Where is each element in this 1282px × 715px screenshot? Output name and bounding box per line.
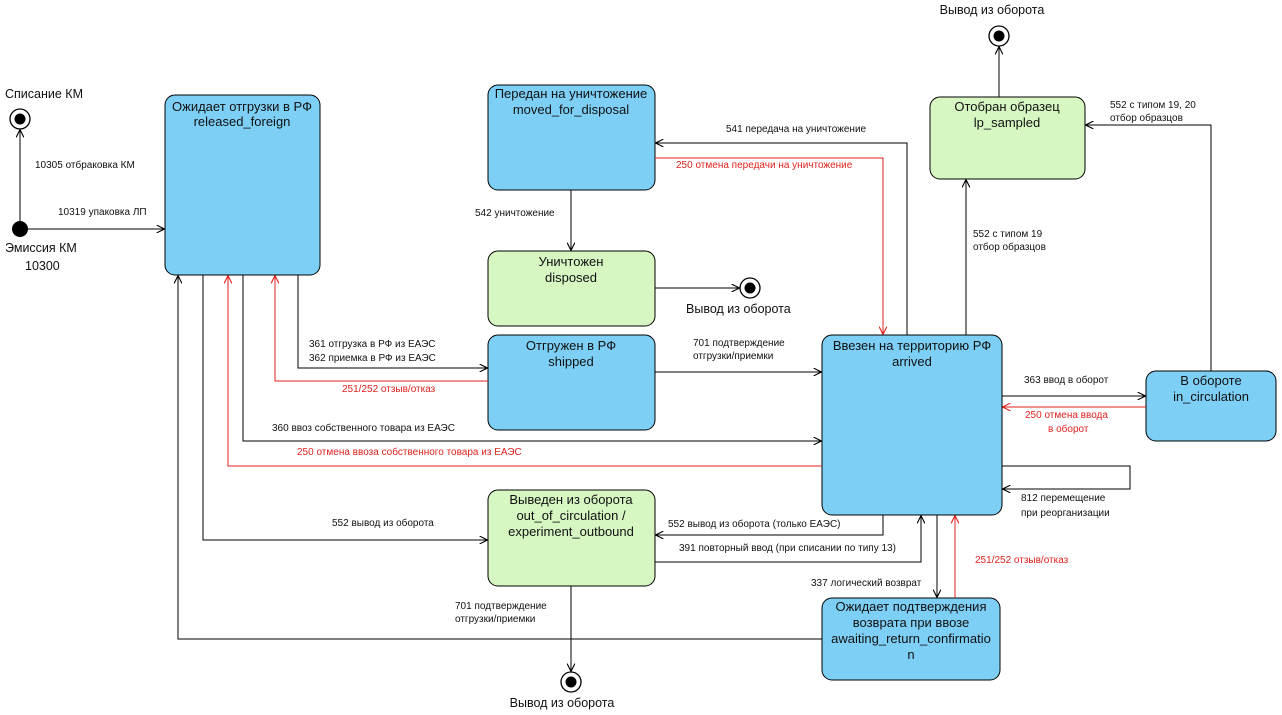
state-out-of-circulation[interactable]: Выведен из оборота out_of_circulation / … [487,489,656,587]
state-released-foreign[interactable]: Ожидает отгрузки в РФ released_foreign [164,94,321,276]
state-title: Ожидает отгрузки в РФ [172,99,312,114]
terminal-label: Списание КМ [5,87,83,101]
state-moved-for-disposal[interactable]: Передан на уничтожение moved_for_disposa… [487,84,656,191]
final-state-withdraw-bottom [560,671,582,693]
transition-label: 812 перемещение [1021,493,1106,504]
state-awaiting-return[interactable]: Ожидает подтверждения возврата при ввозе… [821,597,1001,681]
final-state-withdraw-top [988,25,1010,47]
edge-552-19-20 [1086,125,1212,371]
edge-812 [1002,465,1131,489]
edge-361 [297,275,487,368]
transition-label: 541 передача на уничтожение [726,124,867,135]
state-disposed[interactable]: Уничтожен disposed [487,250,656,327]
transition-label: 337 логический возврат [811,578,922,589]
transition-label: 552 вывод из оборота (только ЕАЭС) [668,518,841,530]
state-in-circulation[interactable]: В обороте in_circulation [1145,370,1277,442]
state-code: shipped [548,354,594,369]
state-title: Передан на уничтожение [495,86,648,101]
state-code: in_circulation [1173,389,1249,404]
edge-251-shipped [275,276,488,382]
initial-state-emission [12,221,28,237]
state-code: arrived [892,354,932,369]
transition-label: 552 вывод из оборота [332,517,434,529]
transition-label: 360 ввоз собственного товара из ЕАЭС [272,422,455,434]
transition-label: 250 отмена передачи на уничтожение [676,160,853,171]
transition-label: 391 повторный ввод (при списании по типу… [679,543,896,554]
state-title: Ввезен на территорию РФ [833,338,991,353]
transition-label: 701 подтверждение [693,338,785,349]
transition-label: 250 отмена ввоза собственного товара из … [297,446,522,458]
state-code: n [907,647,914,662]
transition-label: 251/252 отзыв/отказ [342,384,436,395]
edge-return-released [178,276,822,640]
state-title: Отгружен в РФ [526,338,616,353]
state-arrived[interactable]: Ввезен на территорию РФ arrived [821,334,1003,516]
terminal-label: Эмиссия КМ [5,241,77,255]
edge-552-eaes [656,515,884,535]
state-title: Отобран образец [954,99,1060,114]
transition-label: 552 с типом 19, 20 [1110,100,1196,111]
state-code: released_foreign [194,114,291,129]
transition-label: при реорганизации [1021,508,1110,519]
transition-label: отбор образцов [973,241,1046,253]
edge-250-disposal [655,157,883,334]
transition-label: 10305 отбраковка КМ [35,159,135,171]
transition-label: в оборот [1048,423,1089,435]
transition-label: отбор образцов [1110,112,1183,124]
terminal-label: Вывод из оборота [686,302,791,316]
transition-label: 251/252 отзыв/отказ [975,555,1069,566]
state-code: experiment_outbound [508,524,634,539]
state-code: awaiting_return_confirmatio [831,631,991,646]
edge-250-import [228,276,822,467]
state-title: Выведен из оборота [509,492,633,507]
state-code: disposed [545,270,597,285]
state-title: Ожидает подтверждения [836,599,987,614]
transition-label: 542 уничтожение [475,208,555,219]
edge-541 [656,143,908,335]
state-code: lp_sampled [974,115,1041,130]
final-state-withdraw-disposed [739,277,761,299]
terminal-label: Вывод из оборота [510,696,615,710]
final-state-write-off [9,108,31,130]
transition-label: 362 приемка в РФ из ЕАЭС [309,353,436,364]
state-shipped[interactable]: Отгружен в РФ shipped [487,334,656,431]
transition-label: 361 отгрузка в РФ из ЕАЭС [309,339,436,350]
edge-552-withdraw [202,275,487,540]
transition-label: 363 ввод в оборот [1024,374,1109,386]
state-lp-sampled[interactable]: Отобран образец lp_sampled [929,96,1086,180]
transition-label: 10319 упаковка ЛП [58,207,147,218]
state-title: возврата при ввозе [853,615,969,630]
transition-label: отгрузки/приемки [455,614,535,625]
state-title: Уничтожен [539,254,604,269]
edge-391 [655,516,921,563]
transition-label: отгрузки/приемки [693,351,773,362]
state-title: В обороте [1180,373,1241,388]
edge-360 [242,275,821,441]
terminal-label: Вывод из оборота [940,3,1045,17]
transition-label: 250 отмена ввода [1025,410,1108,421]
state-code: moved_for_disposal [513,102,629,117]
state-code: out_of_circulation / [516,508,626,523]
transition-label: 701 подтверждение [455,601,547,612]
terminal-label: 10300 [25,259,60,273]
transition-label: 552 с типом 19 [973,229,1043,240]
